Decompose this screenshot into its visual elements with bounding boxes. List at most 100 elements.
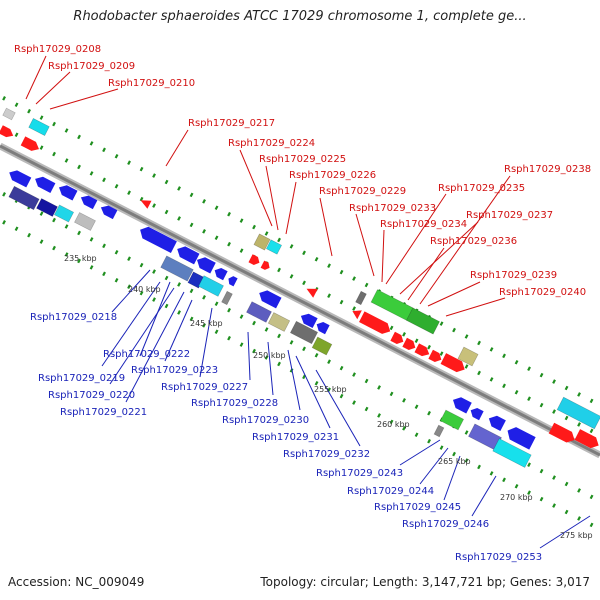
tick-dot xyxy=(489,347,494,352)
tick-dot xyxy=(14,132,19,138)
gene-label[interactable]: Rsph17029_0227 xyxy=(161,382,248,393)
gene-label[interactable]: Rsph17029_0209 xyxy=(48,61,135,72)
gene-feature[interactable] xyxy=(492,438,532,468)
gene-feature[interactable] xyxy=(289,320,319,345)
gene-label[interactable]: Rsph17029_0223 xyxy=(131,365,218,376)
gene-feature[interactable] xyxy=(440,353,468,375)
tick-dot xyxy=(339,269,344,275)
gene-label[interactable]: Rsph17029_0233 xyxy=(349,203,436,214)
tick-dot xyxy=(589,398,594,404)
gene-feature[interactable] xyxy=(160,255,194,282)
gene-feature[interactable] xyxy=(53,204,75,223)
gene-feature[interactable] xyxy=(414,343,431,358)
gene-label[interactable]: Rsph17029_0228 xyxy=(191,398,278,409)
gene-label[interactable]: Rsph17029_0240 xyxy=(499,287,586,298)
gene-feature[interactable] xyxy=(390,331,405,346)
gene-label[interactable]: Rsph17029_0236 xyxy=(430,236,517,247)
gene-label[interactable]: Rsph17029_0219 xyxy=(38,373,125,384)
tick-dot xyxy=(314,256,319,262)
gene-feature[interactable] xyxy=(450,395,472,414)
gene-feature[interactable] xyxy=(212,266,228,281)
gene-feature[interactable] xyxy=(355,290,367,306)
gene-label[interactable]: Rsph17029_0244 xyxy=(347,486,434,497)
gene-feature[interactable] xyxy=(370,289,414,321)
gene-label[interactable]: Rsph17029_0208 xyxy=(14,44,101,55)
gene-feature[interactable] xyxy=(74,212,96,231)
gene-label[interactable]: Rsph17029_0229 xyxy=(319,186,406,197)
gene-feature[interactable] xyxy=(226,275,238,287)
gene-feature[interactable] xyxy=(548,422,578,446)
tick-dot xyxy=(89,141,94,146)
gene-feature[interactable] xyxy=(248,254,261,267)
gene-feature[interactable] xyxy=(138,196,152,209)
gene-label[interactable]: Rsph17029_0210 xyxy=(108,78,195,89)
gene-feature[interactable] xyxy=(7,168,32,188)
gene-feature[interactable] xyxy=(574,429,600,451)
gene-feature[interactable] xyxy=(311,336,333,356)
gene-feature[interactable] xyxy=(298,311,318,329)
gene-label[interactable]: Rsph17029_0246 xyxy=(402,519,489,530)
tick-dot xyxy=(139,196,144,202)
gene-label[interactable]: Rsph17029_0231 xyxy=(252,432,339,443)
gene-feature[interactable] xyxy=(253,233,271,251)
gene-label[interactable]: Rsph17029_0217 xyxy=(188,118,275,129)
gene-label[interactable]: Rsph17029_0239 xyxy=(470,270,557,281)
gene-feature[interactable] xyxy=(260,260,272,272)
gene-feature[interactable] xyxy=(246,301,272,323)
gene-feature[interactable] xyxy=(79,193,98,210)
gene-feature[interactable] xyxy=(556,396,600,430)
gene-feature[interactable] xyxy=(504,424,536,450)
gene-feature[interactable] xyxy=(221,290,233,306)
gene-feature[interactable] xyxy=(350,307,362,320)
tick-dot xyxy=(564,415,569,421)
gene-label[interactable]: Rsph17029_0253 xyxy=(455,552,542,563)
gene-feature[interactable] xyxy=(194,255,216,274)
gene-label[interactable]: Rsph17029_0234 xyxy=(380,219,467,230)
gene-feature[interactable] xyxy=(439,409,465,431)
gene-label[interactable]: Rsph17029_0243 xyxy=(316,468,403,479)
tick-dot xyxy=(414,404,419,410)
gene-feature[interactable] xyxy=(457,346,479,367)
gene-feature[interactable] xyxy=(198,275,224,297)
gene-feature[interactable] xyxy=(314,320,330,335)
gene-feature[interactable] xyxy=(267,312,291,332)
gene-label[interactable]: Rsph17029_0232 xyxy=(283,449,370,460)
gene-label[interactable]: Rsph17029_0245 xyxy=(374,502,461,513)
gene-feature[interactable] xyxy=(33,174,56,193)
gene-feature[interactable] xyxy=(428,349,443,364)
gene-feature[interactable] xyxy=(433,424,445,438)
gene-label[interactable]: Rsph17029_0226 xyxy=(289,170,376,181)
tick-dot xyxy=(414,338,419,344)
gene-feature[interactable] xyxy=(359,311,393,336)
gene-feature[interactable] xyxy=(256,288,282,309)
gene-label[interactable]: Rsph17029_0224 xyxy=(228,138,315,149)
gene-feature[interactable] xyxy=(402,337,417,352)
tick-dot xyxy=(39,211,44,216)
gene-feature[interactable] xyxy=(99,203,118,220)
gene-feature[interactable] xyxy=(304,284,318,298)
gene-label[interactable]: Rsph17029_0225 xyxy=(259,154,346,165)
gene-label[interactable]: Rsph17029_0235 xyxy=(438,183,525,194)
scale-label: 245 kbp xyxy=(190,319,223,328)
gene-feature[interactable] xyxy=(406,307,440,335)
gene-label[interactable]: Rsph17029_0222 xyxy=(103,349,190,360)
gene-feature[interactable] xyxy=(36,198,58,217)
gene-label[interactable]: Rsph17029_0237 xyxy=(466,210,553,221)
gene-feature[interactable] xyxy=(20,136,42,153)
gene-feature[interactable] xyxy=(468,406,484,421)
gene-label[interactable]: Rsph17029_0218 xyxy=(30,312,117,323)
gene-feature[interactable] xyxy=(2,107,16,121)
gene-label[interactable]: Rsph17029_0221 xyxy=(60,407,147,418)
gene-feature[interactable] xyxy=(28,118,50,136)
gene-feature[interactable] xyxy=(174,244,200,265)
gene-label[interactable]: Rsph17029_0220 xyxy=(48,390,135,401)
gene-feature[interactable] xyxy=(8,185,40,211)
gene-feature[interactable] xyxy=(265,239,283,255)
gene-label[interactable]: Rsph17029_0230 xyxy=(222,415,309,426)
gene-feature[interactable] xyxy=(486,413,506,431)
gene-feature[interactable] xyxy=(0,125,15,139)
gene-label[interactable]: Rsph17029_0238 xyxy=(504,164,591,175)
gene-feature[interactable] xyxy=(137,224,177,253)
gene-feature[interactable] xyxy=(56,182,78,201)
